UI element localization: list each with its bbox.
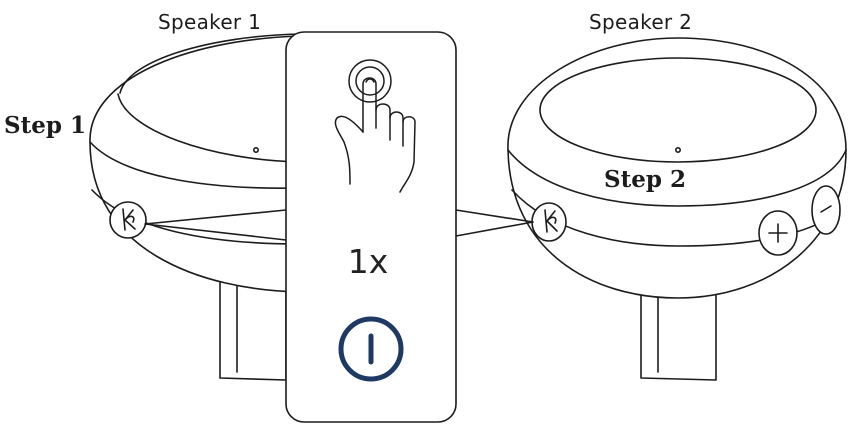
step-2-label: Step 2 [604, 166, 686, 193]
power-icon [338, 316, 404, 382]
plus-icon [768, 223, 788, 243]
press-count-label: 1x [347, 242, 389, 281]
speaker-1-label: Speaker 1 [158, 10, 262, 34]
volume-up-button[interactable] [758, 210, 798, 256]
hand-press-icon [334, 59, 416, 193]
bluetooth-k-icon [122, 208, 136, 231]
speaker-1-pair-button[interactable] [109, 201, 147, 239]
minus-icon [820, 205, 832, 213]
speaker-2-pair-button[interactable] [531, 202, 567, 242]
speaker-2-label: Speaker 2 [589, 10, 693, 34]
instruction-panel [285, 31, 457, 423]
callout-line-speaker-1 [144, 209, 287, 241]
step-1-label: Step 1 [4, 112, 86, 139]
callout-line-speaker-2 [455, 209, 534, 237]
bluetooth-k-icon [544, 209, 558, 233]
volume-down-button[interactable] [811, 185, 841, 235]
